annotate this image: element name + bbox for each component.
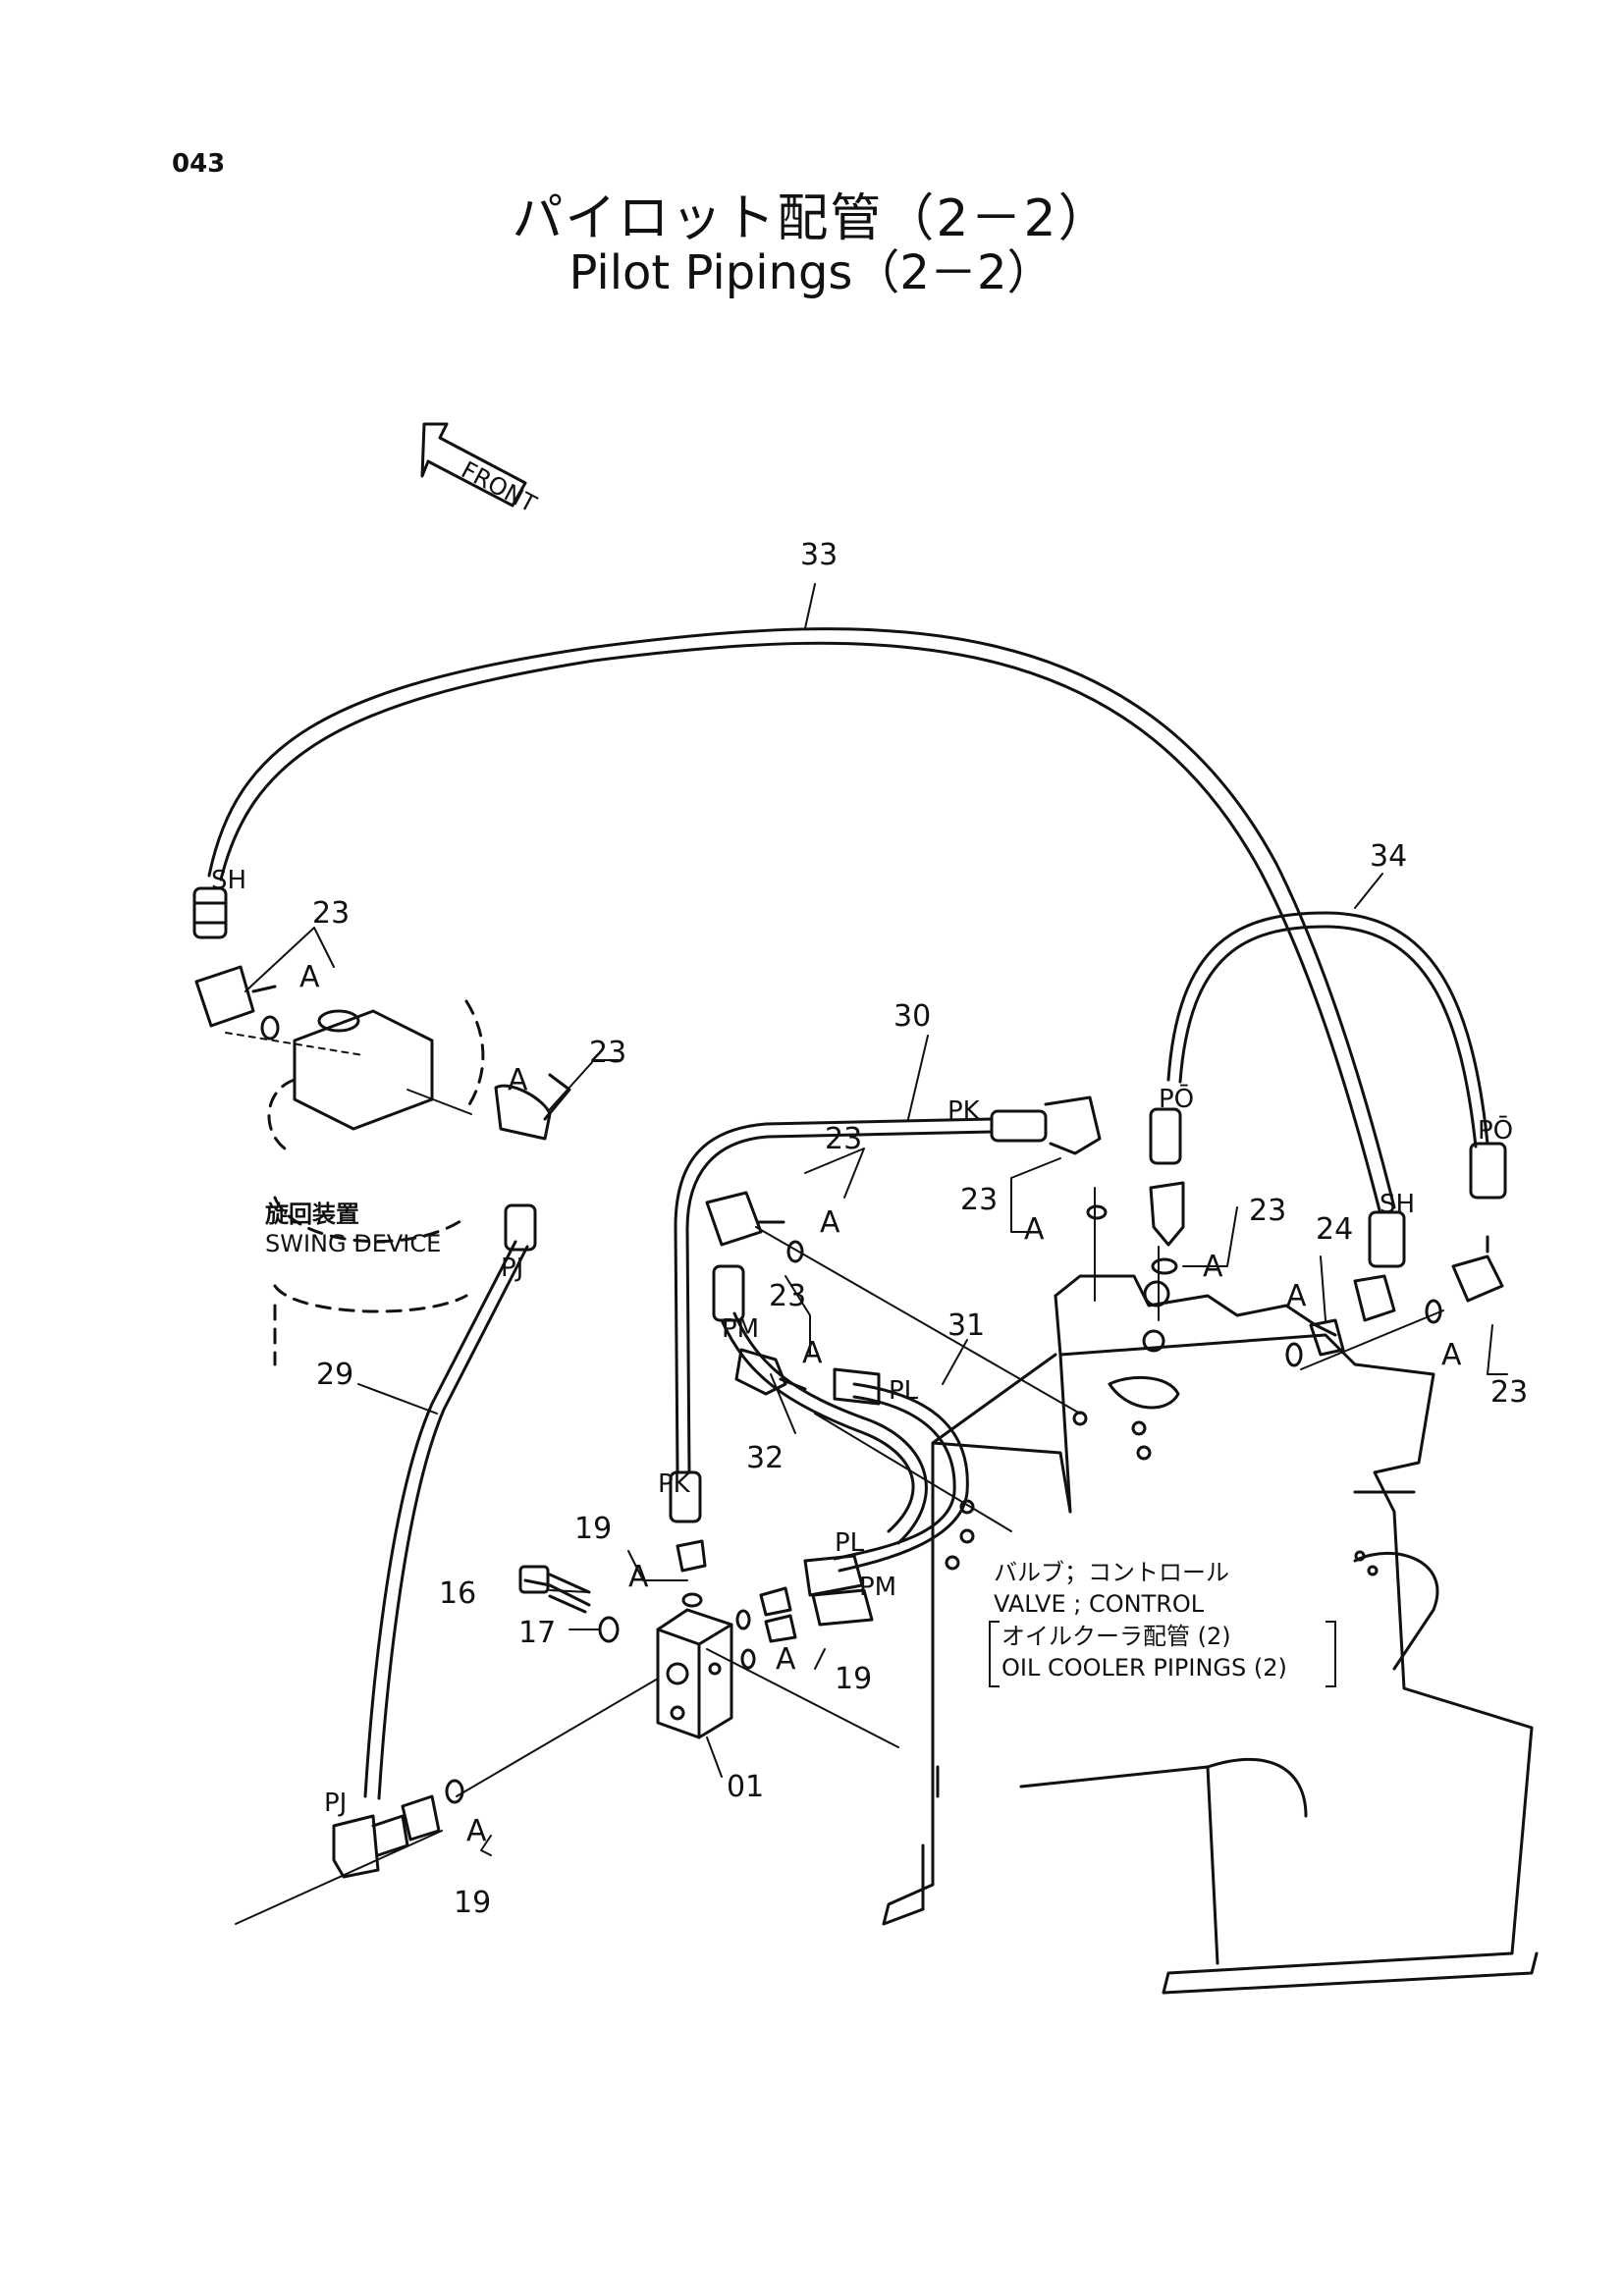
swing-device-label-ja: 旋回装置 <box>264 1201 359 1228</box>
marker-a-3: A <box>820 1205 840 1240</box>
port-pk-top: PK <box>947 1096 981 1126</box>
callout-32: 32 <box>746 1441 784 1475</box>
title-english: Pilot Pipings（2－2） <box>568 245 1055 300</box>
callout-23-f: 23 <box>769 1279 806 1313</box>
callout-23-d: 23 <box>960 1183 998 1217</box>
marker-a-1: A <box>299 960 320 994</box>
callout-23-c: 23 <box>825 1122 862 1156</box>
marker-a-9: A <box>628 1560 649 1594</box>
callout-23-b: 23 <box>589 1036 626 1070</box>
callout-23-e: 23 <box>1249 1194 1286 1228</box>
marker-a-6: A <box>1286 1279 1307 1313</box>
callout-01: 01 <box>727 1770 764 1804</box>
callout-31: 31 <box>947 1308 985 1343</box>
fittings <box>192 886 1507 1879</box>
swing-device-label-en: SWING DEVICE <box>265 1230 441 1257</box>
port-pl-top: PL <box>889 1376 919 1406</box>
callout-29: 29 <box>316 1358 353 1392</box>
hose-34 <box>1166 911 1489 1148</box>
port-po-left: PŌ <box>1159 1084 1194 1114</box>
marker-a-8: A <box>802 1336 823 1370</box>
hose-30 <box>674 1117 994 1474</box>
port-sh-left: SH <box>211 866 246 895</box>
swing-device <box>267 999 485 1366</box>
callout-23-a: 23 <box>312 896 350 931</box>
callout-leaders <box>244 583 1508 1856</box>
port-po-right: PŌ <box>1478 1115 1513 1146</box>
front-arrow-label: FRONT <box>457 456 541 518</box>
marker-a-5: A <box>1203 1250 1223 1284</box>
callout-19-a: 19 <box>574 1512 612 1546</box>
callout-23-g: 23 <box>1490 1375 1528 1410</box>
page-number: 043 <box>172 149 226 179</box>
callout-30: 30 <box>893 999 931 1034</box>
callout-24: 24 <box>1316 1212 1353 1247</box>
marker-a-4: A <box>1024 1212 1045 1247</box>
port-pk-bottom: PK <box>658 1469 691 1499</box>
port-pm-bottom: PM <box>859 1573 896 1602</box>
marker-a-7: A <box>1441 1338 1462 1372</box>
title-japanese: パイロット配管（2－2） <box>512 189 1111 248</box>
callout-19-c: 19 <box>454 1886 491 1920</box>
port-sh-right: SH <box>1380 1190 1415 1219</box>
callout-34: 34 <box>1370 839 1407 874</box>
bolt-16 <box>518 1565 591 1614</box>
callout-16: 16 <box>439 1576 476 1611</box>
block-01 <box>656 1608 733 1739</box>
control-valve-label-ja: バルブ；コントロール <box>994 1559 1229 1586</box>
control-valve-label-en: VALVE ; CONTROL <box>994 1590 1205 1618</box>
front-arrow-icon: FRONT <box>420 422 541 518</box>
oil-cooler-label-en: OIL COOLER PIPINGS (2) <box>1001 1654 1287 1682</box>
washer-17 <box>598 1616 620 1643</box>
callout-17: 17 <box>518 1616 556 1650</box>
marker-a-2: A <box>508 1063 528 1097</box>
hose-33 <box>207 627 1396 1212</box>
marker-a-11: A <box>466 1814 487 1848</box>
callout-33: 33 <box>800 538 838 572</box>
port-pj-bottom: PJ <box>324 1789 347 1818</box>
marker-a-10: A <box>776 1642 796 1677</box>
port-pm-top: PM <box>722 1314 759 1344</box>
callout-19-b: 19 <box>835 1662 872 1696</box>
oil-cooler-label-ja: オイルクーラ配管 (2) <box>1001 1623 1231 1650</box>
port-pj-top: PJ <box>501 1254 523 1283</box>
port-pl-bottom: PL <box>835 1528 865 1558</box>
hose-29 <box>363 1240 529 1800</box>
control-valve-body <box>882 1274 1539 1995</box>
